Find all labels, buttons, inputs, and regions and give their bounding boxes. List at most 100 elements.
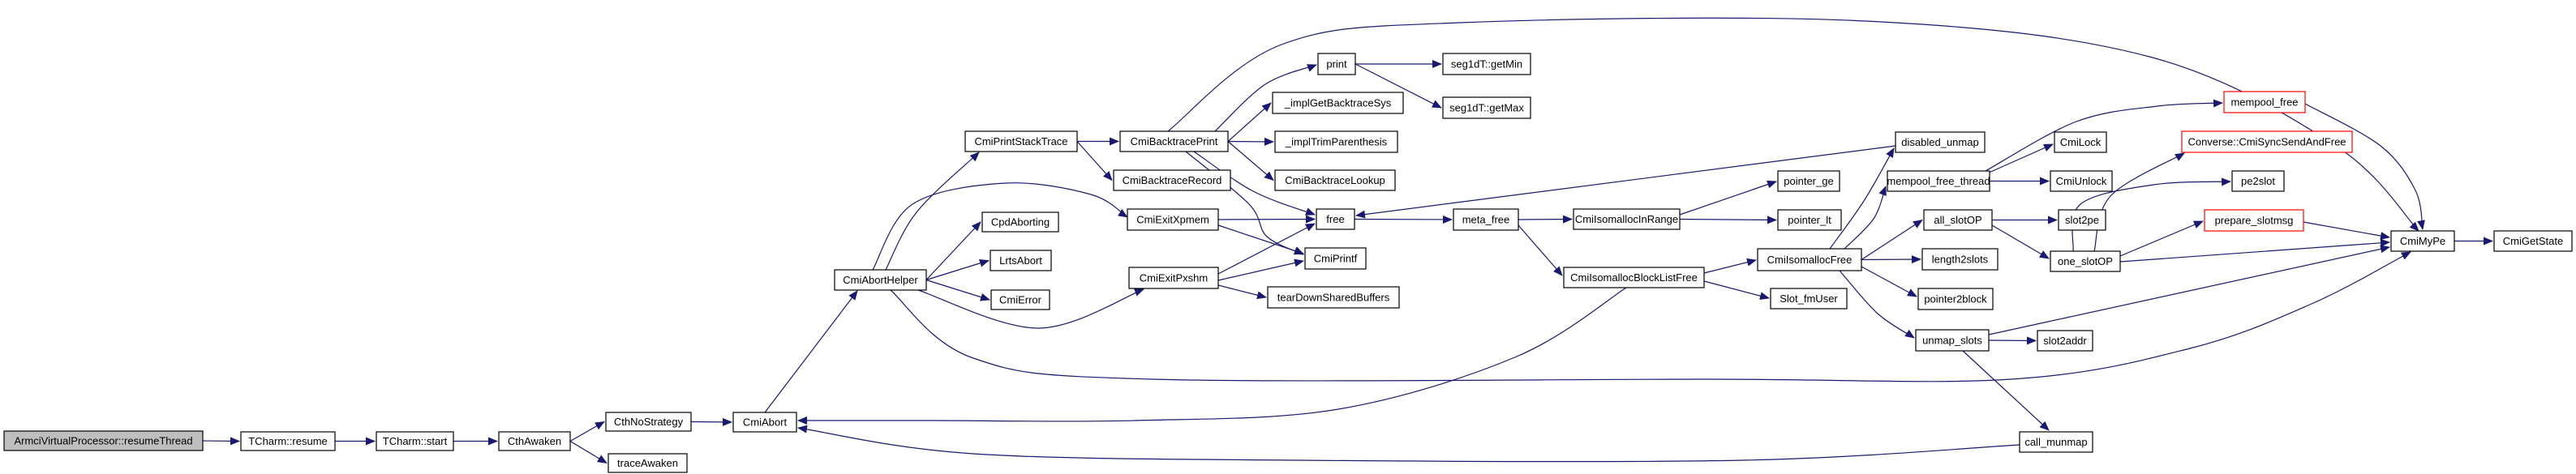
node-cmiPrintStackTrace[interactable]: CmiPrintStackTrace	[964, 130, 1078, 152]
node-cmiExitPxshm[interactable]: CmiExitPxshm	[1128, 267, 1219, 289]
node-tcharmResume[interactable]: TCharm::resume	[240, 431, 336, 451]
node-box-length2slots[interactable]	[1921, 248, 1999, 271]
node-slotFmUser[interactable]: Slot_fmUser	[1770, 288, 1848, 310]
node-box-cmiBacktraceLookup[interactable]	[1274, 169, 1396, 191]
node-prepareSlotmsg[interactable]: prepare_slotmsg	[2204, 209, 2304, 232]
node-box-tcharmStart[interactable]	[376, 431, 454, 451]
node-cmiGetState[interactable]: CmiGetState	[2493, 230, 2573, 252]
node-cmiUnlock[interactable]: CmiUnlock	[2050, 170, 2113, 192]
node-box-mempoolFree[interactable]	[2223, 91, 2306, 113]
node-getMax[interactable]: seg1dT::getMax	[1442, 96, 1531, 119]
node-cmiMyPe[interactable]: CmiMyPe	[2390, 230, 2455, 252]
node-box-inRange[interactable]	[1573, 208, 1681, 230]
node-box-tearDownSharedBuffers[interactable]	[1267, 286, 1400, 309]
node-allSlotOP[interactable]: all_slotOP	[1923, 209, 1993, 231]
node-box-cmiLock[interactable]	[2054, 131, 2107, 153]
node-lrtsAbort[interactable]: LrtsAbort	[990, 250, 1052, 271]
node-mempoolFreeThread[interactable]: mempool_free_thread	[1887, 170, 1990, 192]
node-box-callMunmap[interactable]	[2019, 431, 2093, 453]
node-box-blockListFree[interactable]	[1563, 267, 1705, 288]
node-inRange[interactable]: CmiIsomallocInRange	[1573, 208, 1681, 230]
node-box-slotFmUser[interactable]	[1770, 288, 1848, 310]
node-disabledUnmap[interactable]: disabled_unmap	[1895, 131, 1986, 153]
node-box-free[interactable]	[1316, 208, 1355, 230]
node-box-cmiUnlock[interactable]	[2050, 170, 2113, 192]
node-tcharmStart[interactable]: TCharm::start	[376, 431, 454, 451]
node-traceAwaken[interactable]: traceAwaken	[608, 453, 688, 473]
node-box-metaFree[interactable]	[1453, 208, 1519, 231]
node-oneSlotOP[interactable]: one_slotOP	[2050, 250, 2121, 272]
node-slot2pe[interactable]: slot2pe	[2058, 209, 2106, 231]
node-box-getMax[interactable]	[1442, 96, 1531, 119]
node-box-implGetBacktraceSys[interactable]	[1272, 92, 1404, 114]
node-box-cmiPrintStackTrace[interactable]	[964, 130, 1078, 152]
node-unmapSlots[interactable]: unmap_slots	[1915, 329, 1990, 352]
node-cmiAbort[interactable]: CmiAbort	[732, 412, 797, 433]
node-box-allSlotOP[interactable]	[1923, 209, 1993, 231]
node-length2slots[interactable]: length2slots	[1921, 248, 1999, 271]
node-box-cmiAbortHelper[interactable]	[834, 269, 927, 291]
node-cmiBacktraceLookup[interactable]: CmiBacktraceLookup	[1274, 169, 1396, 191]
node-box-oneSlotOP[interactable]	[2050, 250, 2121, 272]
node-box-cmiMyPe[interactable]	[2390, 230, 2455, 252]
node-box-pointerGe[interactable]	[1777, 170, 1840, 192]
node-box-cpdAborting[interactable]	[981, 211, 1059, 233]
node-pointerGe[interactable]: pointer_ge	[1777, 170, 1840, 192]
node-converseSyncSendFree[interactable]: Converse::CmiSyncSendAndFree	[2181, 130, 2353, 153]
node-cmiError[interactable]: CmiError	[990, 289, 1050, 310]
node-isomallocFree[interactable]: CmiIsomallocFree	[1757, 248, 1862, 271]
node-box-unmapSlots[interactable]	[1915, 329, 1990, 352]
node-cmiAbortHelper[interactable]: CmiAbortHelper	[834, 269, 927, 291]
node-implGetBacktraceSys[interactable]: _implGetBacktraceSys	[1272, 92, 1404, 114]
node-box-mempoolFreeThread[interactable]	[1887, 170, 1990, 192]
node-box-isomallocFree[interactable]	[1757, 248, 1862, 271]
node-box-prepareSlotmsg[interactable]	[2204, 209, 2304, 232]
node-box-slot2pe[interactable]	[2058, 209, 2106, 231]
node-box-resumeThread[interactable]	[3, 430, 204, 451]
node-slot2addr[interactable]: slot2addr	[2037, 330, 2093, 352]
node-getMin[interactable]: seg1dT::getMin	[1442, 53, 1531, 75]
node-box-print[interactable]	[1317, 53, 1356, 75]
node-box-lrtsAbort[interactable]	[990, 250, 1052, 271]
node-box-cmiBacktraceRecord[interactable]	[1113, 169, 1231, 191]
node-free[interactable]: free	[1316, 208, 1355, 230]
node-resumeThread[interactable]: ArmciVirtualProcessor::resumeThread	[3, 430, 204, 451]
node-cmiExitXpmem[interactable]: CmiExitXpmem	[1127, 208, 1219, 231]
node-print[interactable]: print	[1317, 53, 1356, 75]
node-box-traceAwaken[interactable]	[608, 453, 688, 473]
node-box-pointer2block[interactable]	[1917, 288, 1994, 310]
node-pe2slot[interactable]: pe2slot	[2231, 170, 2285, 192]
node-box-getMin[interactable]	[1442, 53, 1531, 75]
node-cpdAborting[interactable]: CpdAborting	[981, 211, 1059, 233]
node-implTrimParenthesis[interactable]: _implTrimParenthesis	[1274, 130, 1398, 153]
node-cthAwaken[interactable]: CthAwaken	[498, 431, 571, 451]
node-tearDownSharedBuffers[interactable]: tearDownSharedBuffers	[1267, 286, 1400, 309]
node-box-cmiError[interactable]	[990, 289, 1050, 310]
node-box-cmiGetState[interactable]	[2493, 230, 2573, 252]
node-box-pe2slot[interactable]	[2231, 170, 2285, 192]
node-box-disabledUnmap[interactable]	[1895, 131, 1986, 153]
node-cmiLock[interactable]: CmiLock	[2054, 131, 2107, 153]
node-box-cmiAbort[interactable]	[732, 412, 797, 433]
node-cmiPrintf[interactable]: CmiPrintf	[1304, 247, 1367, 270]
node-box-cmiExitXpmem[interactable]	[1127, 208, 1219, 231]
node-pointer2block[interactable]: pointer2block	[1917, 288, 1994, 310]
node-box-cthAwaken[interactable]	[498, 431, 571, 451]
node-box-cmiPrintf[interactable]	[1304, 247, 1367, 270]
node-metaFree[interactable]: meta_free	[1453, 208, 1519, 231]
node-cmiBacktracePrint[interactable]: CmiBacktracePrint	[1119, 130, 1229, 152]
node-box-pointerLt[interactable]	[1777, 209, 1842, 231]
node-callMunmap[interactable]: call_munmap	[2019, 431, 2093, 453]
node-blockListFree[interactable]: CmiIsomallocBlockListFree	[1563, 267, 1705, 288]
node-box-slot2addr[interactable]	[2037, 330, 2093, 352]
node-pointerLt[interactable]: pointer_lt	[1777, 209, 1842, 231]
node-box-tcharmResume[interactable]	[240, 431, 336, 451]
node-box-cmiBacktracePrint[interactable]	[1119, 130, 1229, 152]
node-box-converseSyncSendFree[interactable]	[2181, 130, 2353, 153]
node-box-cmiExitPxshm[interactable]	[1128, 267, 1219, 289]
node-mempoolFree[interactable]: mempool_free	[2223, 91, 2306, 113]
node-cthNoStrategy[interactable]: CthNoStrategy	[605, 412, 692, 432]
node-box-cthNoStrategy[interactable]	[605, 412, 692, 432]
node-cmiBacktraceRecord[interactable]: CmiBacktraceRecord	[1113, 169, 1231, 191]
node-box-implTrimParenthesis[interactable]	[1274, 130, 1398, 153]
